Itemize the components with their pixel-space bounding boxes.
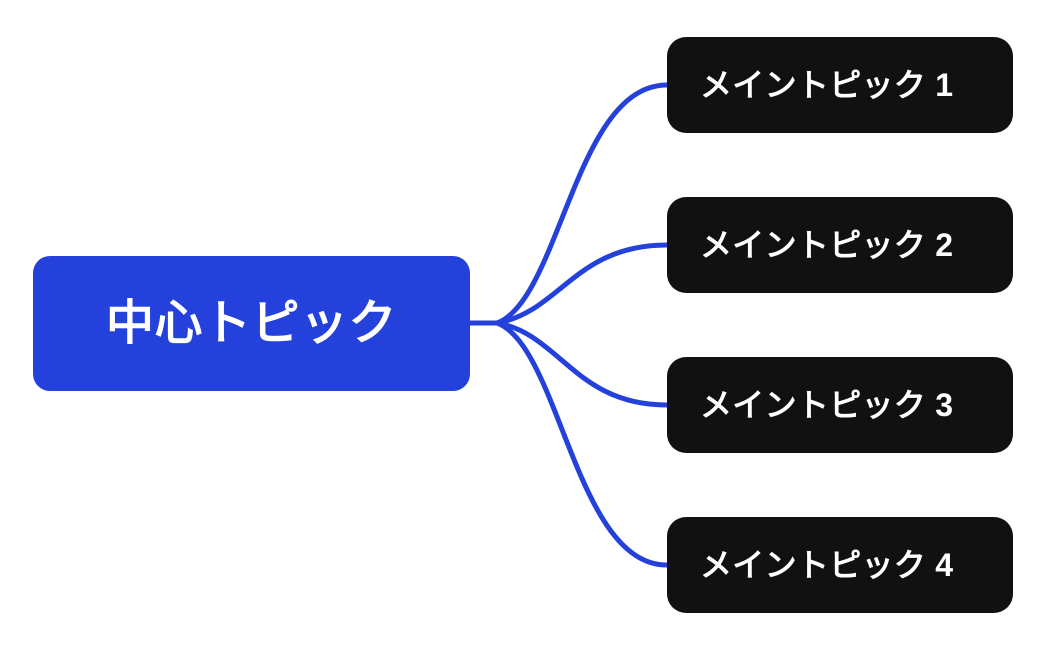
- main-topic-node-2[interactable]: メイントピック 2: [667, 197, 1013, 293]
- main-topic-label-2: メイントピック 2: [700, 227, 954, 263]
- connector-to-branch-4[interactable]: [494, 320, 670, 568]
- main-topic-node-3[interactable]: メイントピック 3: [667, 357, 1013, 453]
- main-topic-label-4: メイントピック 4: [700, 547, 954, 583]
- connector-to-branch-1[interactable]: [494, 82, 670, 326]
- main-topic-node-4[interactable]: メイントピック 4: [667, 517, 1013, 613]
- main-topic-label-1: メイントピック 1: [700, 67, 954, 103]
- central-topic-label: 中心トピック: [105, 296, 397, 350]
- main-topic-node-1[interactable]: メイントピック 1: [667, 37, 1013, 133]
- connector-to-branch-3[interactable]: [494, 320, 670, 408]
- main-topic-label-3: メイントピック 3: [700, 387, 954, 423]
- central-topic-node[interactable]: 中心トピック: [33, 256, 470, 391]
- connector-to-branch-2[interactable]: [494, 242, 670, 326]
